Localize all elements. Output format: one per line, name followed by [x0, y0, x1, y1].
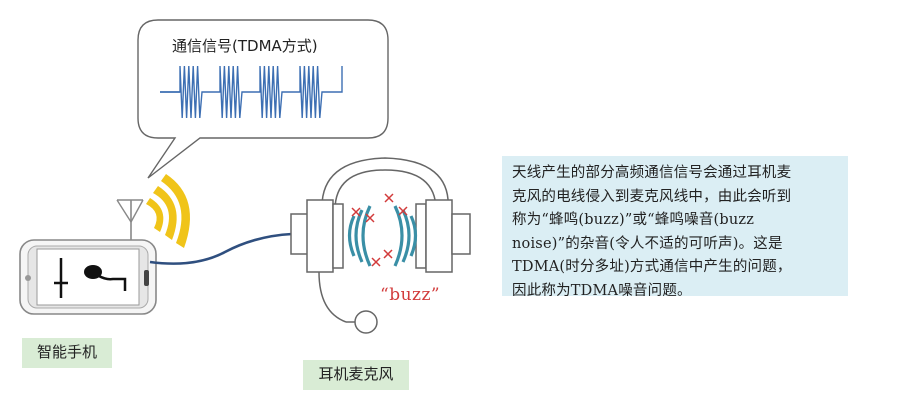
explanation-line: TDMA(时分多址)方式通信中产生的问题，	[512, 259, 792, 275]
explanation-box: 天线产生的部分高频通信信号会通过耳机麦 克风的电线侵入到麦克风线中，由此会听到 …	[502, 156, 848, 296]
explanation-line: 因此称为TDMA噪音问题。	[512, 282, 692, 297]
explanation-line: noise)”的杂音(令人不适的可听声)。这是	[512, 235, 783, 252]
bubble-title: 通信信号(TDMA方式)	[172, 37, 318, 55]
earphone-cable	[149, 232, 293, 265]
noise-crosses	[351, 193, 408, 267]
signal-trace	[160, 65, 343, 119]
tdma-signal-waveform	[160, 65, 343, 119]
smartphone-label: 智能手机	[22, 338, 112, 368]
headset-mic-label: 耳机麦克风	[303, 360, 409, 390]
explanation-line: 称为“蜂鸣(buzz)”或“蜂鸣噪音(buzz	[512, 212, 755, 228]
music-note-icon	[54, 258, 127, 298]
radio-waves	[146, 174, 190, 248]
buzz-label: “buzz”	[380, 285, 441, 305]
noise-waves	[347, 205, 418, 267]
explanation-line: 克风的电线侵入到麦克风线中，由此会听到	[512, 188, 792, 205]
antenna-icon	[116, 199, 144, 243]
headset-icon	[290, 157, 471, 334]
explanation-line: 天线产生的部分高频通信信号会通过耳机麦	[512, 165, 792, 181]
